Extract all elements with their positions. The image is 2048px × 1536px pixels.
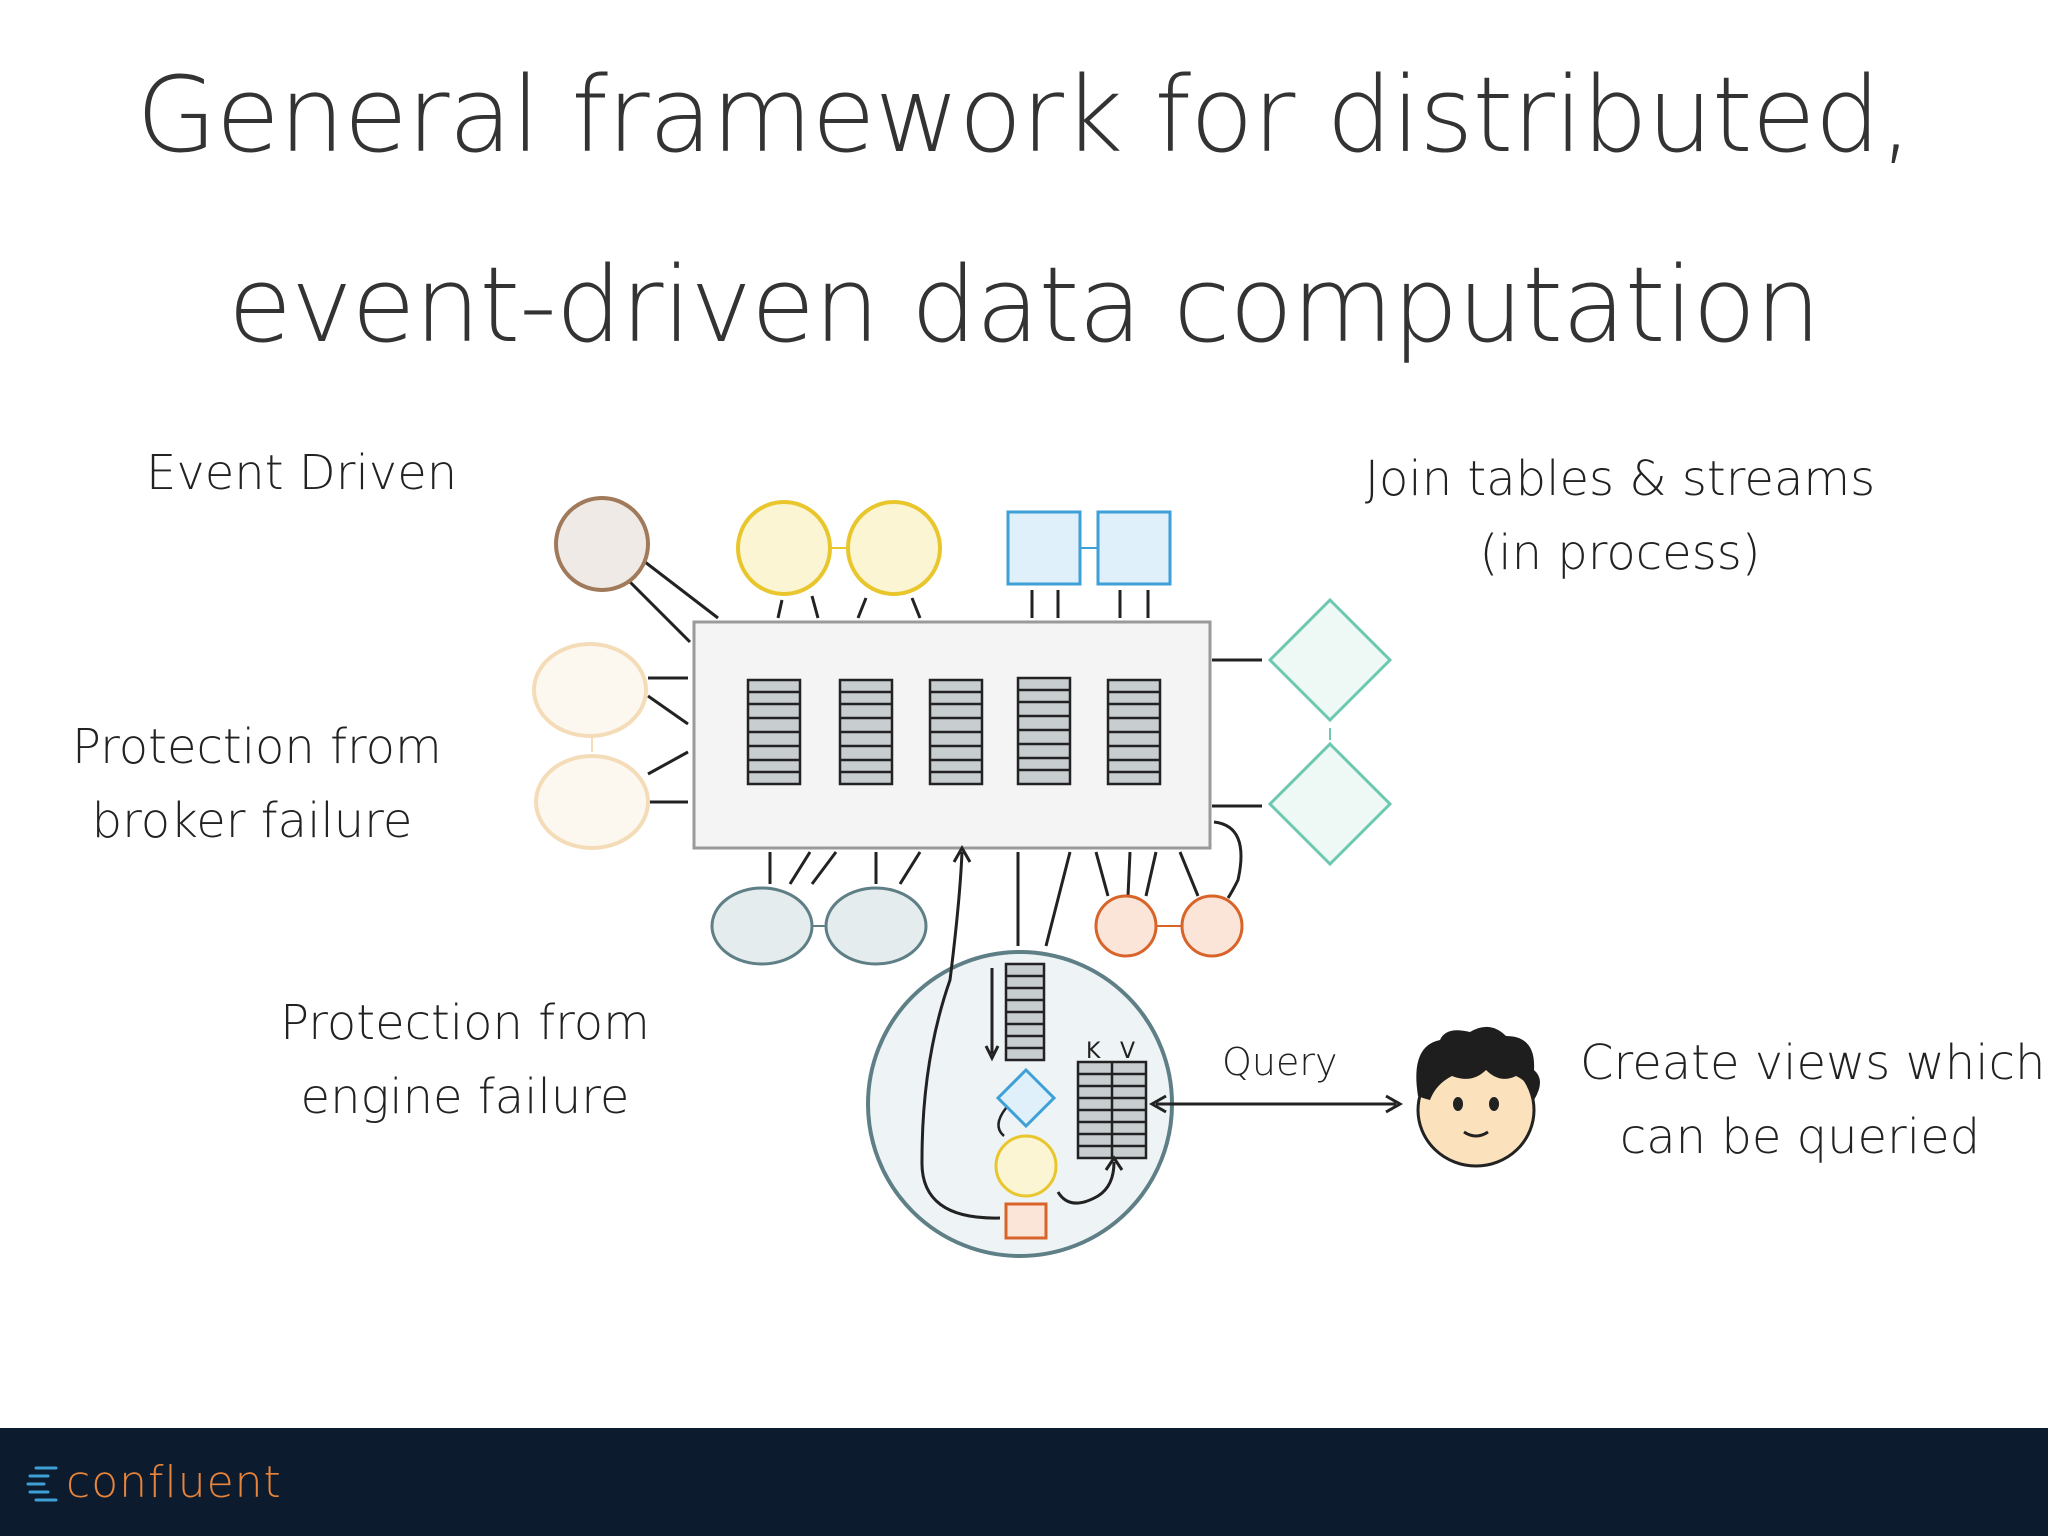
create-views-line1: Create views which	[1580, 1035, 2046, 1091]
create-views-line2: can be queried	[1619, 1109, 1981, 1165]
connector-lines	[626, 560, 1262, 947]
page-title: General framework for distributed, event…	[136, 54, 1912, 366]
event-driven-label: Event Driven	[146, 445, 458, 501]
node-orange-2	[1180, 894, 1244, 958]
confluent-logo-icon	[26, 1466, 58, 1502]
broker-node-2	[534, 754, 650, 850]
broker-failure-label: Protection from broker failure	[72, 710, 442, 858]
engine-failure-line2: engine failure	[300, 1069, 630, 1125]
partition-tables	[746, 676, 1162, 786]
query-label: Query	[1222, 1040, 1338, 1084]
engine-failure-line1: Protection from	[280, 995, 650, 1051]
node-orange-1	[1094, 894, 1158, 958]
engine-log-table	[1004, 962, 1046, 1062]
node-yellow-1	[736, 500, 832, 596]
node-yellow-2	[846, 500, 942, 596]
node-teal-1	[1267, 597, 1393, 723]
engine-blue-diamond	[995, 1067, 1057, 1129]
kv-store-table	[1076, 1060, 1148, 1160]
confluent-logo[interactable]: confluent	[26, 1452, 282, 1512]
broker-node-1	[532, 642, 648, 738]
join-tables-line2: (in process)	[1479, 525, 1761, 581]
flow-curve	[920, 851, 1001, 1220]
node-blue-1	[1006, 510, 1082, 586]
broker-failure-line1: Protection from	[72, 719, 442, 775]
user-avatar-icon	[1416, 1026, 1540, 1168]
broker-failure-line2: broker failure	[91, 793, 413, 849]
kv-v-label: V	[1120, 1039, 1135, 1064]
node-blue-2	[1096, 510, 1172, 586]
join-tables-line1: Join tables & streams	[1364, 451, 1876, 507]
node-teal-2	[1267, 741, 1393, 867]
confluent-brand-text: confluent	[66, 1456, 282, 1508]
engine-failure-label: Protection from engine failure	[280, 986, 650, 1134]
join-tables-label: Join tables & streams (in process)	[1330, 442, 1910, 590]
event-node-brown	[554, 496, 650, 592]
footer-bar: confluent	[0, 1428, 2048, 1536]
framework-diagram: K V	[532, 496, 1540, 1258]
node-slate-2	[824, 886, 928, 966]
kv-k-label: K	[1086, 1039, 1101, 1064]
engine-yellow-node	[994, 1134, 1058, 1198]
node-slate-1	[710, 886, 814, 966]
create-views-label: Create views which can be queried	[1580, 1026, 2046, 1174]
engine-orange-node	[1004, 1202, 1048, 1240]
